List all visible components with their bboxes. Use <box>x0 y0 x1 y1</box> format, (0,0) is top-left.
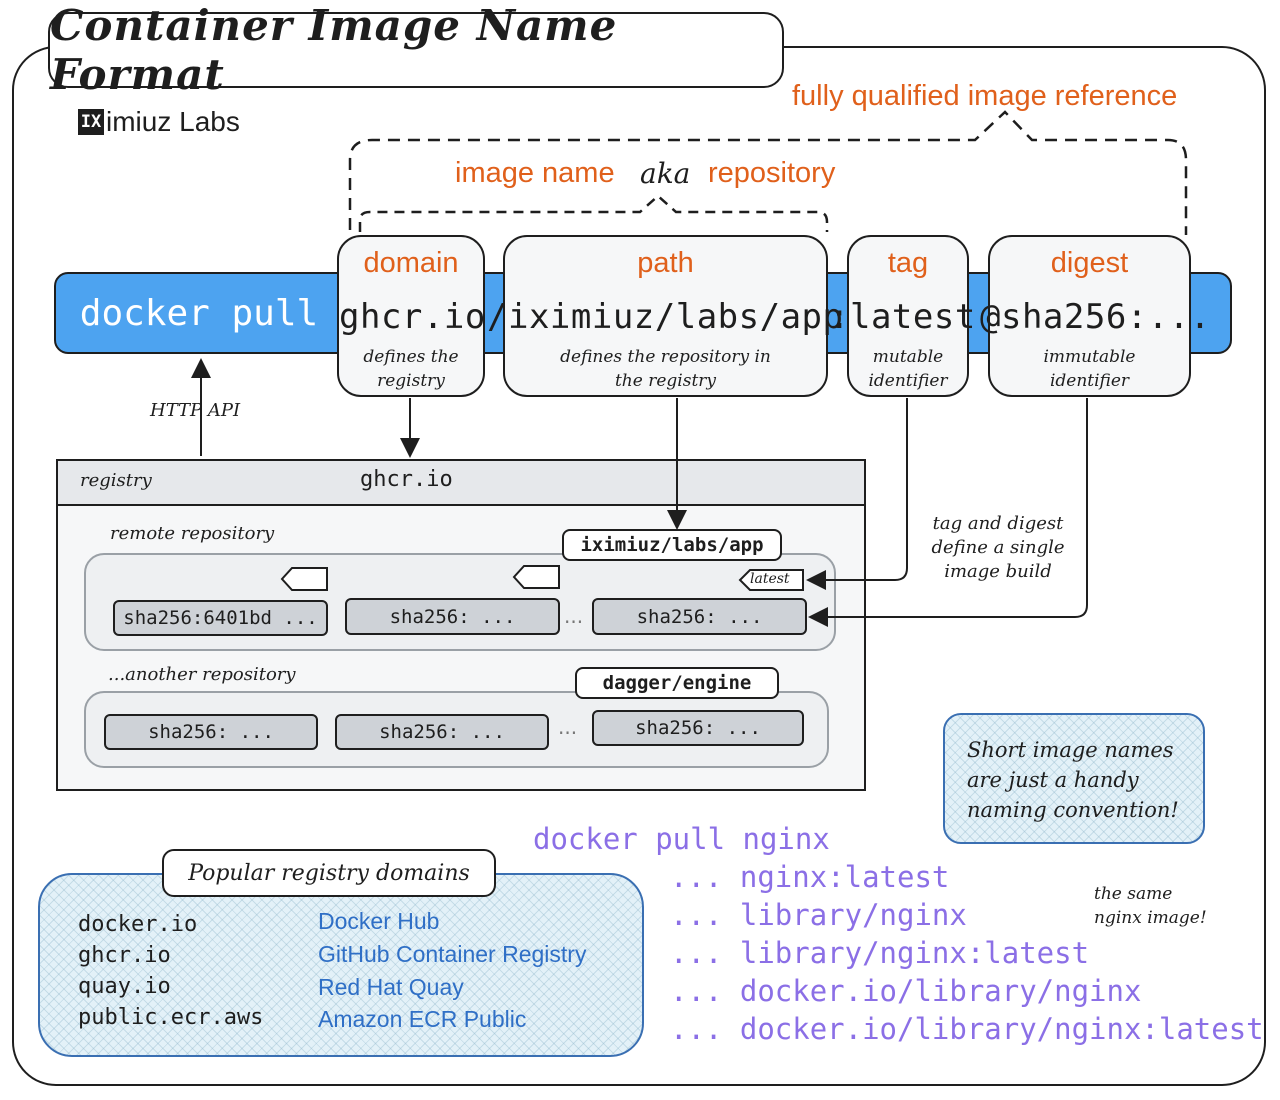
registry-header <box>56 459 866 506</box>
tag-digest-note-line: image build <box>944 561 1052 582</box>
nginx-variant-row: ... docker.io/library/nginx <box>670 974 1141 1008</box>
full-reference-brace <box>348 110 1188 235</box>
nginx-variant-row: ... library/nginx <box>670 898 967 932</box>
tag-icon <box>512 565 560 589</box>
brand-logo: IX imiuz Labs <box>78 106 240 138</box>
nginx-variant-row: ... nginx:latest <box>670 860 949 894</box>
popular-registries-box <box>38 873 644 1057</box>
remote-digest-1: sha256:6401bd ... <box>113 600 328 636</box>
nginx-variant-row: ... library/nginx:latest <box>670 936 1089 970</box>
http-api-label: HTTP API <box>148 400 243 421</box>
remote-repo-name: iximiuz/labs/app <box>562 529 782 561</box>
image-name-brace <box>358 194 829 232</box>
nginx-variant-row: ... docker.io/library/nginx:latest <box>670 1012 1264 1046</box>
tag-digest-note-line: tag and digest <box>932 513 1064 534</box>
remote-ellipsis: ... <box>564 604 584 628</box>
tag-arrow <box>806 398 908 590</box>
tag-icon <box>280 567 328 591</box>
nginx-prefix: ... <box>670 898 723 932</box>
segment-digest-desc-1: immutable <box>1043 347 1136 367</box>
segment-digest-desc-2: identifier <box>1049 371 1130 391</box>
segment-path-value: /iximiuz/labs/app <box>487 297 844 337</box>
segment-path-desc-2: the registry <box>614 371 717 391</box>
short-names-note: Short image names are just a handy namin… <box>943 713 1205 844</box>
nginx-command: docker pull nginx <box>533 822 830 856</box>
same-image-note-1: the same <box>1094 884 1173 904</box>
segment-tag-desc-2: identifier <box>868 371 948 391</box>
latest-tag-icon <box>738 569 804 591</box>
aka-label: aka <box>640 157 691 190</box>
another-ellipsis: ... <box>558 715 578 739</box>
nginx-prefix: ... <box>670 860 723 894</box>
image-name-label: image name <box>455 157 615 189</box>
registry-domain: ghcr.io <box>360 467 453 492</box>
remote-digest-2: sha256: ... <box>345 598 560 635</box>
segment-tag-title: tag <box>887 247 929 279</box>
tag-digest-note-line: define a single <box>931 537 1065 558</box>
segment-path: path /iximiuz/labs/app defines the repos… <box>487 235 843 397</box>
segment-domain-desc-2: registry <box>377 371 445 391</box>
registry-domain-item: ghcr.io <box>78 943 171 968</box>
segment-tag-value: :latest <box>829 297 976 337</box>
repository-label: repository <box>708 157 836 189</box>
nginx-variant: library/nginx <box>739 898 967 932</box>
registry-label: registry <box>80 470 152 491</box>
segment-digest-title: digest <box>1050 247 1129 279</box>
another-digest-1: sha256: ... <box>104 714 318 750</box>
segment-tag-desc-1: mutable <box>872 347 944 367</box>
short-note-line: Short image names <box>967 738 1174 762</box>
nginx-variant: docker.io/library/nginx <box>739 974 1142 1008</box>
registry-name-quay[interactable]: Red Hat Quay <box>318 974 464 1000</box>
short-note-line: are just a handy <box>967 768 1139 792</box>
another-digest-3: sha256: ... <box>592 710 804 746</box>
segment-digest: digest @sha256:... immutable identifier <box>980 235 1210 397</box>
another-repo-label: ...another repository <box>108 664 296 685</box>
segment-digest-value: @sha256:... <box>980 297 1211 337</box>
page-title: Container Image Name Format <box>48 1 784 99</box>
remote-digest-3: sha256: ... <box>592 598 807 635</box>
registry-domain-item: docker.io <box>78 912 198 937</box>
registry-name-docker-hub[interactable]: Docker Hub <box>318 908 440 934</box>
brand-mark: IX <box>78 109 104 135</box>
latest-tag-label: latest <box>750 571 790 587</box>
registry-name-ecr[interactable]: Amazon ECR Public <box>318 1006 527 1032</box>
segment-tag: tag :latest mutable identifier <box>829 235 975 397</box>
remote-repo-label: remote repository <box>110 523 275 544</box>
another-repo-name: dagger/engine <box>575 667 779 699</box>
nginx-prefix: ... <box>670 1012 723 1046</box>
brand-text: imiuz Labs <box>106 106 240 137</box>
segment-domain-desc-1: defines the <box>363 347 459 367</box>
tag-digest-note: tag and digest define a single image bui… <box>905 512 1091 584</box>
docker-pull-command: docker pull <box>79 292 319 334</box>
nginx-variant: library/nginx:latest <box>739 936 1090 970</box>
same-image-note-2: nginx image! <box>1094 908 1207 928</box>
fully-qualified-label: fully qualified image reference <box>792 80 1178 112</box>
segment-path-desc-1: defines the repository in <box>560 347 771 367</box>
segment-domain-title: domain <box>363 247 459 279</box>
short-note-line: naming convention! <box>967 798 1179 822</box>
nginx-prefix: ... <box>670 974 723 1008</box>
another-digest-2: sha256: ... <box>335 714 549 750</box>
nginx-variant: nginx:latest <box>739 860 950 894</box>
segment-path-title: path <box>637 247 694 279</box>
registry-domain-item: public.ecr.aws <box>78 1005 264 1030</box>
popular-registries-title: Popular registry domains <box>162 849 496 897</box>
segment-domain: domain ghcr.io defines the registry <box>337 235 485 397</box>
segment-domain-value: ghcr.io <box>339 297 486 337</box>
registry-domain-item: quay.io <box>78 974 171 999</box>
registry-name-github[interactable]: GitHub Container Registry <box>318 941 587 967</box>
nginx-prefix: ... <box>670 936 723 970</box>
nginx-variant: docker.io/library/nginx:latest <box>739 1012 1264 1046</box>
digest-arrow <box>808 398 1088 627</box>
